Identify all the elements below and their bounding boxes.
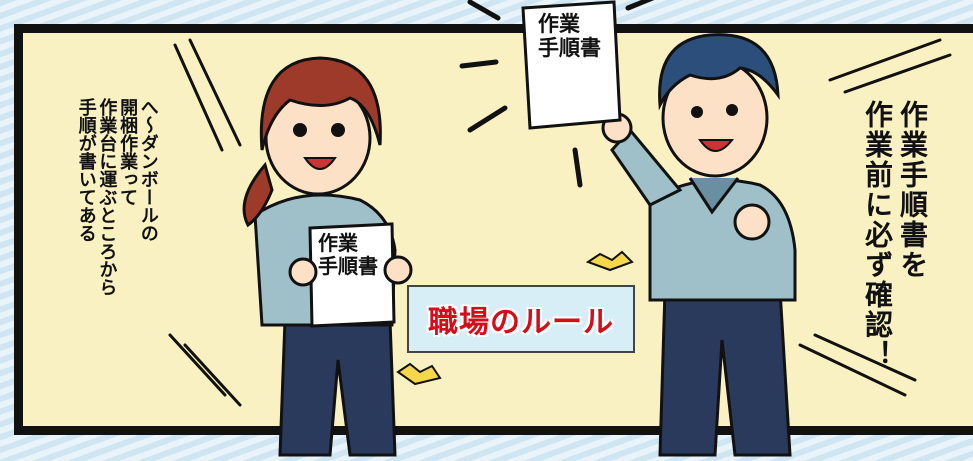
- held-document-label: 作業 手順書: [318, 231, 378, 278]
- rule-caption-box: 職場のルール: [407, 285, 635, 353]
- rule-caption-text: 職場のルール: [428, 305, 614, 340]
- female-worker: [242, 56, 413, 457]
- raised-document-label: 作業 手順書: [538, 12, 601, 61]
- action-lines: [459, 0, 655, 188]
- sparkle-decoration: [396, 250, 634, 386]
- emphasis-lines-right: [798, 38, 952, 397]
- raised-document: [521, 0, 622, 130]
- right-speech-text: 作業手順書を 作業前に必ず確認！: [861, 100, 929, 370]
- emphasis-lines-left: [168, 38, 242, 407]
- left-speech-text: へ〜ダンボールの 開梱作業って 作業台に運ぶところから 手順が書いてある: [75, 98, 159, 296]
- comic-panel-frame: [14, 24, 973, 435]
- male-worker: [601, 33, 797, 457]
